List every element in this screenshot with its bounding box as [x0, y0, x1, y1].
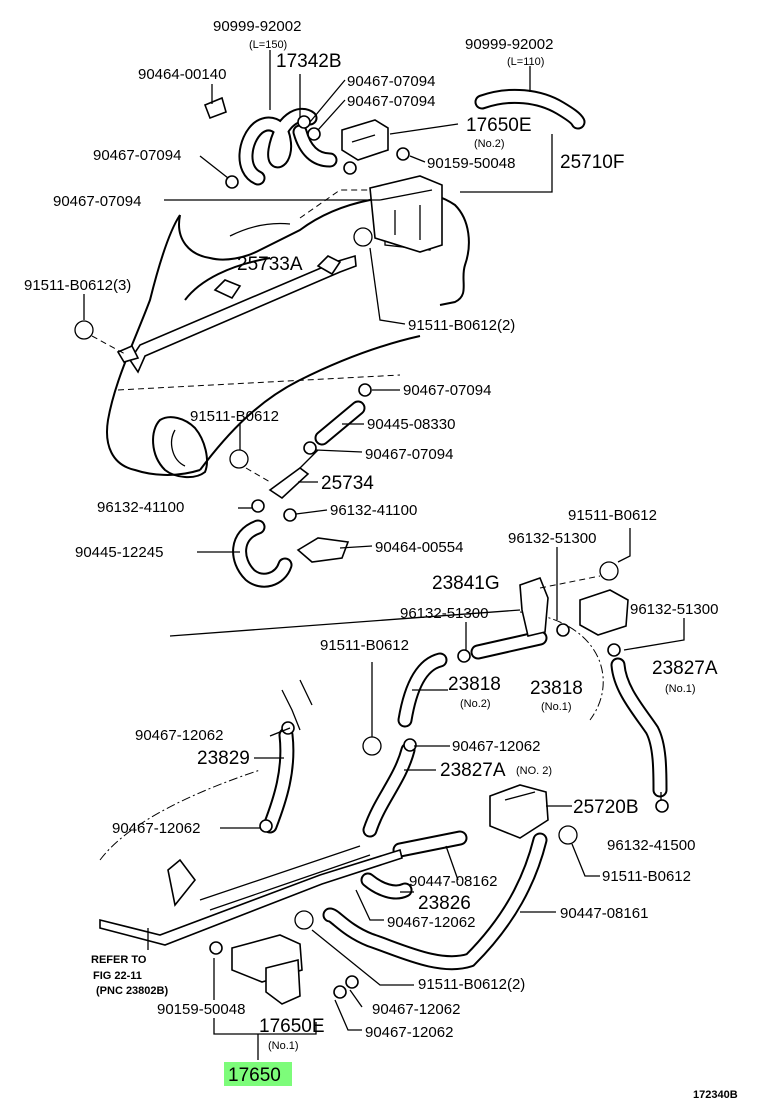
label-23827a-a[interactable]: 23827A: [652, 658, 718, 679]
vsv-17650e-no1: [209, 934, 359, 1005]
label-90445-08330[interactable]: 90445-08330: [367, 416, 455, 433]
pipe-90445-08330: [303, 383, 372, 455]
hose-23827a-no1: [610, 657, 669, 813]
label-23841g[interactable]: 23841G: [432, 573, 500, 594]
label-90467-07094-f[interactable]: 90467-07094: [365, 446, 453, 463]
label-17650-highlight[interactable]: 17650: [228, 1065, 281, 1086]
label-96132-41100-b[interactable]: 96132-41100: [330, 502, 417, 519]
label-90467-07094-b[interactable]: 90467-07094: [347, 93, 435, 110]
label-96132-51300-b[interactable]: 96132-51300: [400, 605, 488, 622]
label-25733a[interactable]: 25733A: [237, 254, 303, 275]
fitting-23841g: [519, 575, 601, 637]
hose-17342b: [292, 124, 338, 168]
label-no2-23818: (No.2): [460, 698, 491, 710]
vsv-right: [556, 589, 629, 657]
label-91511-b0612-3[interactable]: 91511-B0612(3): [24, 277, 131, 294]
clip-90464-00140: [203, 96, 227, 120]
label-17650e-bot[interactable]: 17650E: [259, 1016, 325, 1037]
hose-23829: [259, 721, 295, 834]
clamp-90467-07094-top: [225, 115, 357, 189]
label-25734[interactable]: 25734: [321, 473, 374, 494]
label-90159-50048-top[interactable]: 90159-50048: [427, 155, 515, 172]
label-90467-12062-b[interactable]: 90467-12062: [452, 738, 540, 755]
figure-code: 172340B: [693, 1089, 738, 1101]
label-90447-08161[interactable]: 90447-08161: [560, 905, 648, 922]
label-no2-23827a: (NO. 2): [516, 765, 552, 777]
leader-lines: [83, 50, 685, 1060]
label-l110: (L=110): [507, 56, 544, 68]
part-labels: 90999-92002 (L=150) 90464-00140 17342B 9…: [24, 18, 738, 1101]
label-90467-12062-c[interactable]: 90467-12062: [112, 820, 200, 837]
label-23818-a[interactable]: 23818: [448, 674, 501, 695]
pipe-25734: [268, 449, 319, 500]
hose-23826: [360, 872, 413, 900]
label-90467-07094-e[interactable]: 90467-07094: [403, 382, 491, 399]
vsv-25720b: [489, 784, 549, 839]
label-90467-12062-a[interactable]: 90467-12062: [135, 727, 223, 744]
label-90464-00554[interactable]: 90464-00554: [375, 539, 463, 556]
label-91511-b0612-c[interactable]: 91511-B0612: [320, 637, 409, 654]
bolt-90159-50048-top: [396, 147, 410, 161]
clip-96132-41100: [251, 499, 297, 522]
label-90467-07094-d[interactable]: 90467-07094: [53, 193, 141, 210]
label-96132-51300-c[interactable]: 96132-51300: [630, 601, 718, 618]
bracket-25733a: [116, 254, 357, 374]
hose-90447-08161: [322, 832, 548, 971]
pipe-bundle: [99, 845, 403, 946]
hose-90999-92002-l110: [474, 88, 586, 130]
label-90467-07094-c[interactable]: 90467-07094: [93, 147, 181, 164]
vsv-17650e-no2: [341, 119, 389, 161]
label-90467-12062-f[interactable]: 90467-12062: [365, 1024, 453, 1041]
hose-23827a-no2: [362, 738, 417, 838]
label-91511-b0612-2-bot[interactable]: 91511-B0612(2): [418, 976, 525, 993]
label-90159-50048-bot[interactable]: 90159-50048: [157, 1001, 245, 1018]
label-90464-00140[interactable]: 90464-00140: [138, 66, 226, 83]
label-pnc-23802b: (PNC 23802B): [96, 985, 168, 997]
label-no1-23827a: (No.1): [665, 683, 696, 695]
label-96132-41100-a[interactable]: 96132-41100: [97, 499, 184, 516]
hose-23818-no2: [397, 649, 471, 728]
hose-90445-12245: [232, 519, 293, 588]
label-25710f[interactable]: 25710F: [560, 152, 624, 173]
label-23829[interactable]: 23829: [197, 748, 250, 769]
label-17650e-top[interactable]: 17650E: [466, 115, 532, 136]
bracket-25710f: [369, 175, 443, 253]
label-23827a-b[interactable]: 23827A: [440, 760, 506, 781]
label-refer-to: REFER TO: [91, 954, 147, 966]
hose-90999-92002-l150: [238, 107, 318, 186]
label-25720b[interactable]: 25720B: [573, 797, 639, 818]
label-96132-41500[interactable]: 96132-41500: [607, 837, 695, 854]
hose-90447-08162: [392, 830, 468, 858]
label-no1-23818: (No.1): [541, 701, 572, 713]
label-90467-12062-d[interactable]: 90467-12062: [387, 914, 475, 931]
highlight-17650: [224, 1062, 292, 1086]
label-23818-b[interactable]: 23818: [530, 678, 583, 699]
label-90999-92002-l150[interactable]: 90999-92002: [213, 18, 301, 35]
label-91511-b0612-a[interactable]: 91511-B0612: [190, 408, 279, 425]
label-90467-12062-e[interactable]: 90467-12062: [372, 1001, 460, 1018]
label-no2-top: (No.2): [474, 138, 505, 150]
label-fig-22-11[interactable]: FIG 22-11: [93, 970, 142, 982]
label-96132-51300-a[interactable]: 96132-51300: [508, 530, 596, 547]
label-91511-b0612-d[interactable]: 91511-B0612: [602, 868, 691, 885]
label-l150: (L=150): [249, 39, 287, 51]
label-90445-12245[interactable]: 90445-12245: [75, 544, 163, 561]
label-90999-92002-l110[interactable]: 90999-92002: [465, 36, 553, 53]
label-90447-08162[interactable]: 90447-08162: [409, 873, 497, 890]
label-91511-b0612-2-top[interactable]: 91511-B0612(2): [408, 317, 515, 334]
label-17342b[interactable]: 17342B: [276, 51, 342, 72]
label-91511-b0612-b[interactable]: 91511-B0612: [568, 507, 657, 524]
label-90467-07094-a[interactable]: 90467-07094: [347, 73, 435, 90]
label-23826[interactable]: 23826: [418, 893, 471, 914]
clip-90464-00554: [296, 537, 350, 563]
hose-23818-no1: [470, 630, 548, 660]
label-no1-bot: (No.1): [268, 1040, 299, 1052]
